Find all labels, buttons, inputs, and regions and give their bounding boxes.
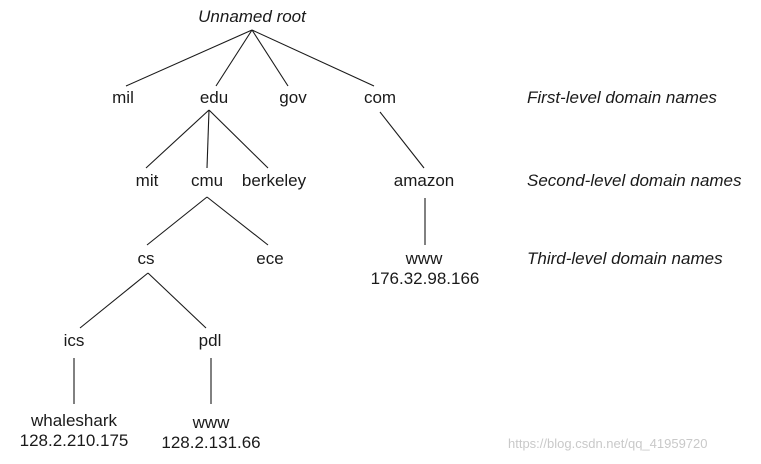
node-www-pdl-ip: 128.2.131.66	[161, 433, 261, 452]
label-second-level: Second-level domain names	[527, 171, 742, 190]
node-www-amazon: www	[405, 249, 443, 268]
node-amazon: amazon	[393, 171, 455, 190]
label-third-level: Third-level domain names	[527, 249, 723, 268]
node-www-pdl: www	[192, 413, 230, 432]
watermark: https://blog.csdn.net/qq_41959720	[508, 436, 708, 451]
edge-edu-berkeley	[208, 109, 269, 169]
node-whaleshark-ip: 128.2.210.175	[19, 431, 129, 450]
node-com: com	[363, 88, 397, 107]
edge-com-amazon	[379, 111, 425, 169]
label-first-level: First-level domain names	[527, 88, 717, 107]
edge-root-mil	[125, 29, 253, 87]
edge-edu-mit	[145, 109, 210, 169]
node-berkeley: berkeley	[241, 171, 307, 190]
root-node: Unnamed root	[198, 7, 306, 26]
node-ics: ics	[63, 331, 85, 350]
node-ece: ece	[256, 249, 284, 268]
node-www-amazon-ip: 176.32.98.166	[370, 269, 480, 288]
edge-cmu-cs	[146, 196, 208, 246]
node-edu: edu	[199, 88, 229, 107]
node-mit: mit	[135, 171, 159, 190]
edge-cs-pdl	[147, 272, 207, 329]
node-pdl: pdl	[198, 331, 222, 350]
edge-root-gov	[251, 29, 289, 87]
edge-cs-ics	[79, 272, 149, 329]
edge-root-com	[251, 29, 375, 87]
node-whaleshark: whaleshark	[31, 411, 117, 430]
edge-edu-cmu	[206, 109, 210, 169]
edge-root-edu	[215, 29, 253, 87]
node-cs: cs	[137, 249, 155, 268]
node-cmu: cmu	[190, 171, 224, 190]
node-mil: mil	[112, 88, 134, 107]
edge-cmu-ece	[206, 196, 269, 246]
node-gov: gov	[279, 88, 307, 107]
